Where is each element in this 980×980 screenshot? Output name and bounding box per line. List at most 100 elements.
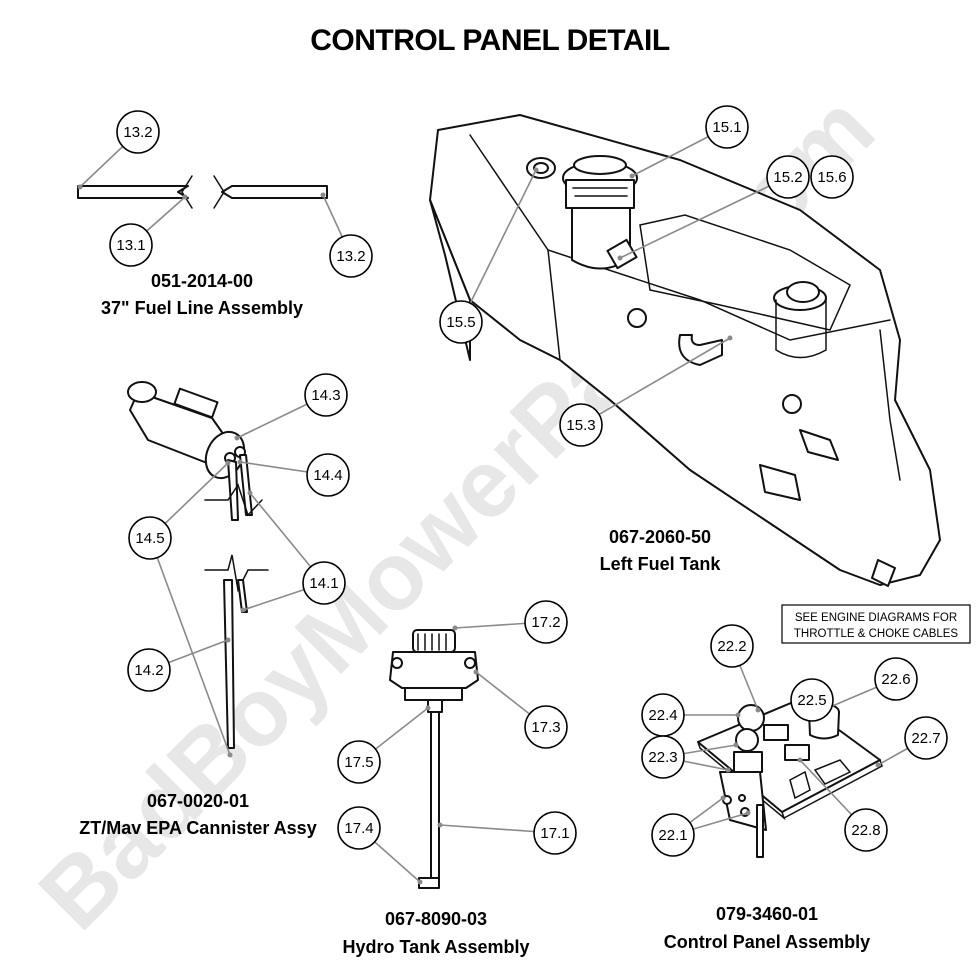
callout-label: 22.4 — [648, 707, 677, 724]
leader-arrowhead — [755, 707, 761, 713]
hydro-tank-drawing — [389, 629, 479, 889]
leader-arrowhead — [425, 705, 431, 711]
assembly-name: Hydro Tank Assembly — [342, 937, 529, 957]
assembly-name: 37" Fuel Line Assembly — [101, 298, 303, 318]
callout-14-5: 14.5 — [128, 516, 172, 560]
callout-circle — [439, 300, 483, 344]
leader-arrowhead — [720, 795, 726, 801]
callout-label: 17.3 — [531, 719, 560, 736]
callout-22-6: 22.6 — [874, 657, 918, 701]
leader-arrowhead — [797, 757, 803, 763]
callout-circle — [904, 716, 948, 760]
callout-22-3: 22.3 — [641, 735, 685, 779]
leader-arrowhead — [733, 742, 739, 748]
callout-15-3: 15.3 — [559, 403, 603, 447]
leader-arrowhead — [77, 184, 83, 190]
assembly-labels: 051-2014-00 37" Fuel Line Assembly 067-2… — [79, 271, 870, 957]
callout-15-6: 15.6 — [810, 155, 854, 199]
callout-circle — [710, 624, 754, 668]
epa-canister-drawing — [127, 381, 269, 749]
callout-22-5: 22.5 — [790, 678, 834, 722]
callout-circle — [306, 453, 350, 497]
svg-text:SEE ENGINE DIAGRAMS FOR: SEE ENGINE DIAGRAMS FOR — [795, 612, 957, 624]
page-title: CONTROL PANEL DETAIL — [310, 24, 670, 57]
leader-arrowhead — [234, 435, 240, 441]
leader-arrowhead — [227, 752, 233, 758]
leader-arrowhead — [452, 625, 458, 631]
callout-label: 22.8 — [851, 822, 880, 839]
callout-circle — [641, 735, 685, 779]
callout-circle — [766, 155, 810, 199]
callout-circle — [524, 705, 568, 749]
callout-label: 17.2 — [531, 614, 560, 631]
leader-arrowhead — [225, 460, 231, 466]
callout-13-2: 13.2 — [116, 110, 160, 154]
callout-22-7: 22.7 — [904, 716, 948, 760]
callout-label: 15.6 — [817, 169, 846, 186]
callout-circle — [116, 110, 160, 154]
svg-text:THROTTLE & CHOKE CABLES: THROTTLE & CHOKE CABLES — [794, 628, 959, 640]
leader-arrowhead — [237, 459, 243, 465]
callout-15-2: 15.2 — [766, 155, 810, 199]
fuel-line-assembly-drawing — [77, 175, 328, 209]
callout-label: 15.1 — [712, 119, 741, 136]
left-fuel-tank-drawing — [429, 114, 941, 587]
part-number: 067-8090-03 — [385, 909, 487, 929]
callout-17-1: 17.1 — [533, 811, 577, 855]
callout-label: 14.4 — [313, 467, 342, 484]
callout-22-1: 22.1 — [651, 813, 695, 857]
leader-arrowhead — [735, 712, 741, 718]
assembly-name: Control Panel Assembly — [664, 932, 870, 952]
part-number: 067-0020-01 — [147, 791, 249, 811]
callout-label: 15.2 — [773, 169, 802, 186]
callout-label: 14.5 — [135, 530, 164, 547]
callout-17-4: 17.4 — [337, 806, 381, 850]
callout-14-3: 14.3 — [304, 373, 348, 417]
leader-arrowhead — [629, 173, 635, 179]
callout-label: 13.2 — [336, 248, 365, 265]
assembly-name: ZT/Mav EPA Cannister Assy — [79, 818, 316, 838]
part-number: 051-2014-00 — [151, 271, 253, 291]
callout-17-2: 17.2 — [524, 600, 568, 644]
leader-arrowhead — [182, 194, 188, 200]
callout-15-1: 15.1 — [705, 105, 749, 149]
callout-14-1: 14.1 — [302, 561, 346, 605]
callout-circle — [337, 806, 381, 850]
leader-arrowhead — [745, 810, 751, 816]
callout-circle — [705, 105, 749, 149]
callout-label: 17.5 — [344, 754, 373, 771]
callout-leader — [619, 176, 789, 259]
callout-bubbles: 13.2 13.1 13.2 15.1 15.2 15.6 15.5 15.3 14.3 14.4… — [109, 105, 948, 857]
callout-label: 15.3 — [566, 417, 595, 434]
callout-leader — [580, 337, 731, 426]
leader-arrowhead — [247, 490, 253, 496]
callout-17-5: 17.5 — [337, 740, 381, 784]
part-number: 067-2060-50 — [609, 527, 711, 547]
callout-label: 14.1 — [309, 575, 338, 592]
leader-arrowhead — [727, 335, 733, 341]
callout-label: 14.2 — [134, 662, 163, 679]
callout-15-5: 15.5 — [439, 300, 483, 344]
callout-circle — [337, 740, 381, 784]
callout-circle — [304, 373, 348, 417]
leader-arrowhead — [617, 255, 623, 261]
callout-circle — [302, 561, 346, 605]
callout-circle — [810, 155, 854, 199]
callout-label: 14.3 — [311, 387, 340, 404]
callout-13-2: 13.2 — [329, 234, 373, 278]
callout-leader — [460, 169, 537, 323]
callout-circle — [790, 678, 834, 722]
callout-17-3: 17.3 — [524, 705, 568, 749]
callout-22-8: 22.8 — [844, 808, 888, 852]
callout-circle — [559, 403, 603, 447]
callout-label: 22.5 — [797, 692, 826, 709]
leader-arrowhead — [533, 167, 539, 173]
assembly-name: Left Fuel Tank — [600, 554, 722, 574]
callout-13-1: 13.1 — [109, 223, 153, 267]
leader-arrowhead — [225, 637, 231, 643]
callout-label: 22.1 — [658, 827, 687, 844]
callout-circle — [874, 657, 918, 701]
callout-14-2: 14.2 — [127, 648, 171, 692]
callout-circle — [651, 813, 695, 857]
